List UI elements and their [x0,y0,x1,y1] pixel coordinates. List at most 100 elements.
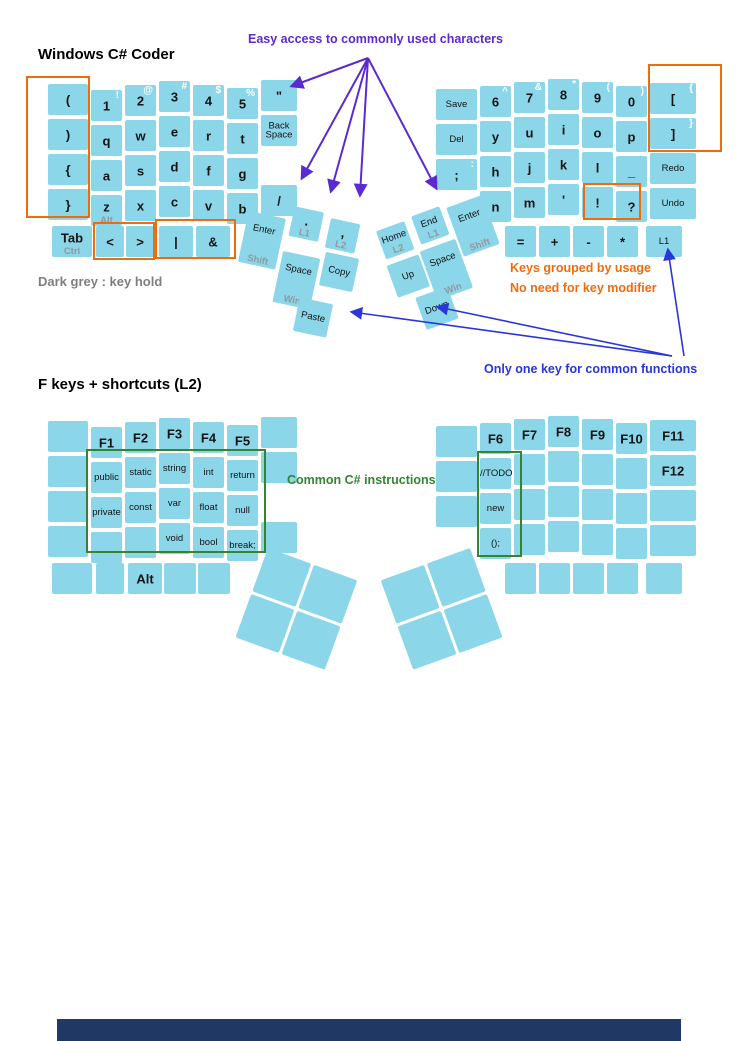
key-blank [514,489,545,520]
csharp-annotation: Common C# instructions [287,473,436,487]
layer2-title: F keys + shortcuts (L2) [38,376,202,393]
key-u: u [514,117,545,148]
key-symbol: ' [548,184,579,215]
key-blank [646,563,682,594]
key-blank [505,563,536,594]
key-a: a [91,160,122,191]
key-f12: F12 [650,455,696,486]
key-f9: F9 [582,419,613,450]
key-blank [436,496,477,527]
key-symbol: < [96,226,124,257]
key-r: r [193,120,224,151]
key-blank [48,526,88,557]
key-symbol: | [159,226,193,257]
key-save: Save [436,89,477,120]
key-blank [48,421,88,452]
key-blank [573,563,604,594]
key-string: string [159,453,190,484]
key-symbol: (); [480,528,511,559]
key-symbol: }] [650,118,696,149]
key-blank [548,451,579,482]
key-3: #3 [159,81,190,112]
key-symbol: & [196,226,230,257]
key-blank [616,458,647,489]
key-blank [548,486,579,517]
key-blank [582,489,613,520]
key-o: o [582,117,613,148]
key-x: x [125,190,156,221]
key-symbol: { [48,154,88,185]
key-f3: F3 [159,418,190,449]
key-var: var [159,488,190,519]
key-q: q [91,125,122,156]
key-f8: F8 [548,416,579,447]
key-static: static [125,457,156,488]
easy-access-arrows [289,57,438,198]
key-h: h [480,156,511,187]
key-blank [539,563,570,594]
key-c: c [159,186,190,217]
key-symbol: ) [48,119,88,150]
key-9: (9 [582,82,613,113]
key-f5: F5 [227,425,258,456]
key-7: &7 [514,82,545,113]
key-hold-annotation: Dark grey : key hold [38,274,163,289]
key-symbol: ( [48,84,88,115]
key-symbol: .L1 [288,206,325,242]
key-blank [616,528,647,559]
key-blank [616,493,647,524]
key-f7: F7 [514,419,545,450]
key-blank [514,524,545,555]
key-symbol: * [607,226,638,257]
key-symbol: } [48,189,88,220]
key-symbol: ,L2 [324,218,361,254]
footer-bar [57,1019,681,1041]
key-e: e [159,116,190,147]
key-blank [548,521,579,552]
key-blank [650,525,696,556]
key-0: )0 [616,86,647,117]
key-f2: F2 [125,422,156,453]
key-8: *8 [548,79,579,110]
key-symbol: _ [616,156,647,187]
grouped-annotation: Keys grouped by usage No need for key mo… [510,258,657,298]
easy-access-annotation: Easy access to commonly used characters [248,32,503,46]
layer1-title: Windows C# Coder [38,46,175,63]
key-del: Del [436,124,477,155]
key-blank [261,417,297,448]
key-private: private [91,497,122,528]
key-m: m [514,187,545,218]
key-v: v [193,190,224,221]
key-symbol: " [261,80,297,111]
key-blank [125,527,156,558]
grouped-annotation-line1: Keys grouped by usage [510,261,652,275]
key-j: j [514,152,545,183]
key-symbol: + [539,226,570,257]
key-blank [261,452,297,483]
key-alt: Alt [128,563,162,594]
key-int: int [193,457,224,488]
key-k: k [548,149,579,180]
key-4: $4 [193,85,224,116]
key-undo: Undo [650,188,696,219]
key-f4: F4 [193,422,224,453]
key-copy: Copy [318,251,360,293]
key-back-space: Back Space [261,115,297,146]
key-symbol: :; [436,159,477,190]
key-blank [48,456,88,487]
key-f1: F1 [91,427,122,458]
key-i: i [548,114,579,145]
key-g: g [227,158,258,189]
key-void: void [159,523,190,554]
key-blank [650,490,696,521]
key-new: new [480,493,511,524]
key-f6: F6 [480,423,511,454]
key-return: return [227,460,258,491]
key-paste: Paste [292,297,334,338]
key-l: l [582,152,613,183]
key-f10: F10 [616,423,647,454]
key-blank [198,563,230,594]
key-1: !1 [91,90,122,121]
